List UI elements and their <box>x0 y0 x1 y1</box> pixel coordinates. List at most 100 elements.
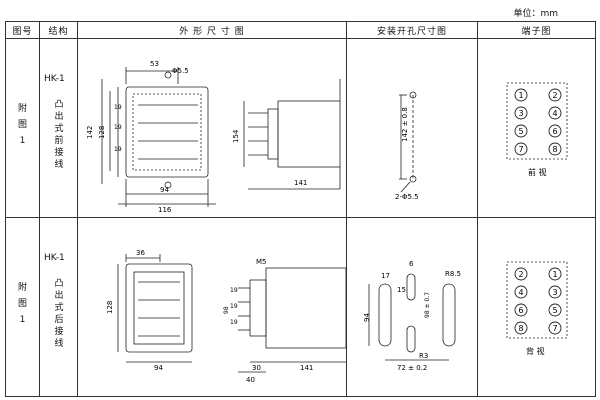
fig-label-char: 1 <box>19 315 26 325</box>
dim-19c: 19 <box>114 146 122 153</box>
terminal-2: 2 <box>514 267 528 281</box>
cutout-r3: R3 <box>419 352 428 360</box>
terminal-drawing-cell: 背 视 2 1 4 3 6 5 8 7 <box>477 217 596 397</box>
terminal-5: 5 <box>514 124 528 138</box>
terminal-4: 4 <box>514 285 528 299</box>
terminal-number: 3 <box>518 109 523 118</box>
header-outline: 外 形 尺 寸 图 <box>77 21 347 39</box>
dim-94: 94 <box>160 186 169 194</box>
cutout-dim-94: 94 <box>363 313 371 322</box>
front-wiring-cutout-drawing: 142 ± 0.8 2-Φ5.5 <box>395 91 419 201</box>
terminal-view-label: 背 视 <box>526 346 545 356</box>
dim-40: 40 <box>246 376 255 384</box>
dim-128: 128 <box>106 301 114 314</box>
terminal-circle <box>514 285 528 299</box>
terminal-6: 6 <box>548 124 562 138</box>
structure-char: 接 <box>54 327 64 337</box>
terminal-4: 4 <box>548 106 562 120</box>
dim-128: 128 <box>98 126 106 139</box>
terminal-7: 7 <box>548 321 562 335</box>
terminal-number: 4 <box>552 109 557 118</box>
terminal-circle <box>548 285 562 299</box>
fig-label-char: 附 <box>17 283 27 293</box>
structure-char: 出 <box>54 112 64 122</box>
terminal-circle <box>514 88 528 102</box>
dim-154: 154 <box>232 129 240 143</box>
header-terminal: 端子图 <box>477 21 596 39</box>
dim-19b: 19 <box>114 124 122 131</box>
rear-terminal-diagram: 背 视 2 1 4 3 6 5 8 7 <box>506 261 568 356</box>
cutout-drawing-cell: 17 6 15 R8.5 94 98 ± 0.7 R3 72 ± 0.2 <box>346 217 478 397</box>
terminal-number: 2 <box>552 91 557 100</box>
dim-30: 30 <box>252 364 261 372</box>
terminal-circle <box>514 267 528 281</box>
terminal-number: 7 <box>552 324 557 333</box>
structure-char: 凸 <box>54 100 64 110</box>
rear-wiring-cutout-drawing: 17 6 15 R8.5 94 98 ± 0.7 R3 72 ± 0.2 <box>363 260 461 372</box>
cutout-dim-98: 98 ± 0.7 <box>424 292 431 318</box>
terminal-circle <box>514 106 528 120</box>
terminal-number: 6 <box>552 127 557 136</box>
terminal-2: 2 <box>548 88 562 102</box>
cutout-dim-15: 15 <box>397 286 406 294</box>
table-row: 附 图 1 HK-1 凸 出 式 前 接 线 <box>5 38 596 218</box>
header-structure: 结构 <box>39 21 78 39</box>
terminal-number: 4 <box>518 288 523 297</box>
outline-drawing-cell: 36 128 94 M5 98 19 19 19 30 40 141 <box>77 217 347 397</box>
model-label: HK-1 <box>44 253 65 263</box>
unit-label: 单位：mm <box>513 9 558 19</box>
terminal-circle <box>514 124 528 138</box>
outline-drawing-cell: 53 Φ5.5 142 128 19 19 19 94 116 154 141 <box>77 38 347 218</box>
structure-char: 线 <box>54 160 64 170</box>
terminal-8: 8 <box>548 142 562 156</box>
terminal-8: 8 <box>514 321 528 335</box>
terminal-3: 3 <box>548 285 562 299</box>
table-row: 附 图 1 HK-1 凸 出 式 后 接 线 <box>5 217 596 397</box>
dim-116: 116 <box>158 206 172 214</box>
structure-char: 凸 <box>54 279 64 289</box>
front-wiring-outline-drawing: 53 Φ5.5 142 128 19 19 19 94 116 154 141 <box>86 60 341 214</box>
cutout-dim-142: 142 ± 0.8 <box>401 107 409 142</box>
structure-char: 式 <box>54 303 64 313</box>
fig-label-char: 图 <box>17 120 27 130</box>
spec-table: 图号 结构 外 形 尺 寸 图 安装开孔尺寸图 端子图 附 图 1 HK-1 凸… <box>5 21 596 397</box>
dim-phi55: Φ5.5 <box>172 67 189 75</box>
dim-53: 53 <box>150 60 159 68</box>
terminal-number: 1 <box>552 270 557 279</box>
header-row: 图号 结构 外 形 尺 寸 图 安装开孔尺寸图 端子图 <box>5 21 596 39</box>
terminal-number: 1 <box>518 91 523 100</box>
fig-label-char: 图 <box>17 299 27 309</box>
terminal-circle <box>548 321 562 335</box>
cutout-dim-17: 17 <box>381 272 390 280</box>
terminal-view-label: 前 视 <box>528 167 547 177</box>
terminal-number: 5 <box>518 127 523 136</box>
dim-19a: 19 <box>230 287 238 294</box>
dim-m5: M5 <box>256 258 267 266</box>
structure-char: 出 <box>54 291 64 301</box>
terminal-number: 5 <box>552 306 557 315</box>
model-label: HK-1 <box>44 74 65 84</box>
structure-char: 前 <box>54 136 64 146</box>
dim-94: 94 <box>154 364 163 372</box>
dim-36: 36 <box>136 249 145 257</box>
cutout-drawing-cell: 142 ± 0.8 2-Φ5.5 <box>346 38 478 218</box>
terminal-circle <box>514 303 528 317</box>
header-cutout: 安装开孔尺寸图 <box>346 21 478 39</box>
structure-cell: HK-1 凸 出 式 后 接 线 <box>39 217 78 397</box>
terminal-number: 3 <box>552 288 557 297</box>
cutout-r85: R8.5 <box>445 270 461 278</box>
cutout-dim-72: 72 ± 0.2 <box>397 364 427 372</box>
terminal-number: 8 <box>518 324 523 333</box>
terminal-circle <box>548 303 562 317</box>
dim-19b: 19 <box>230 303 238 310</box>
structure-cell: HK-1 凸 出 式 前 接 线 <box>39 38 78 218</box>
terminal-5: 5 <box>548 303 562 317</box>
terminal-circle <box>514 142 528 156</box>
structure-char: 接 <box>54 148 64 158</box>
terminal-6: 6 <box>514 303 528 317</box>
fig-label-char: 1 <box>19 136 26 146</box>
terminal-circle <box>548 124 562 138</box>
fig-number-cell: 附 图 1 <box>5 217 40 397</box>
